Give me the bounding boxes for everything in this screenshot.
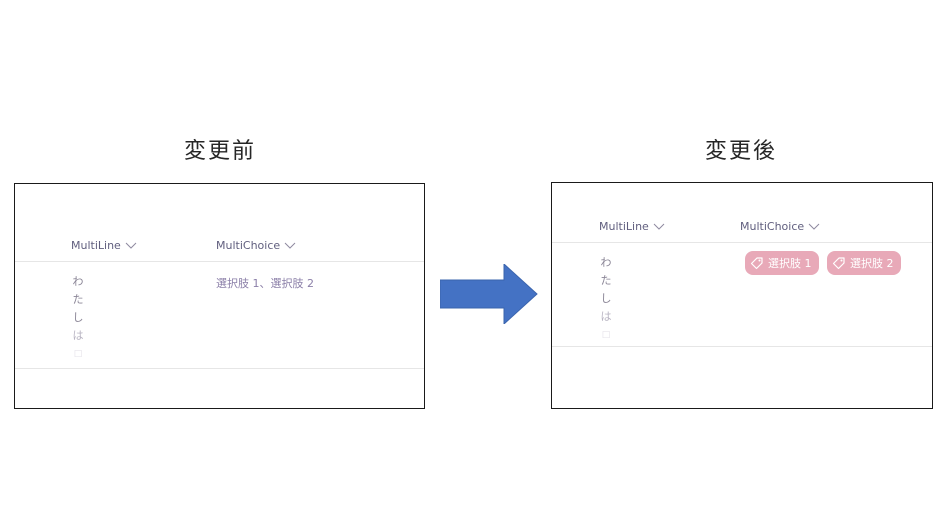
multiline-char: わ bbox=[600, 256, 612, 269]
multichoice-cell: 選択肢 1、選択肢 2 bbox=[216, 277, 314, 290]
multichoice-column-header[interactable]: MultiChoice bbox=[740, 220, 820, 233]
multichoice-column-label: MultiChoice bbox=[740, 220, 805, 233]
multiline-char: は bbox=[72, 329, 84, 342]
tag-icon bbox=[750, 257, 763, 270]
multiline-cell: わ た し は □ bbox=[599, 254, 613, 344]
tag-icon bbox=[832, 257, 845, 270]
before-panel: MultiLine MultiChoice わ た し は □ 選択肢 1、選択… bbox=[14, 183, 425, 409]
multiline-char: は bbox=[600, 310, 612, 323]
multiline-char: た bbox=[600, 274, 612, 287]
multiline-char: し bbox=[600, 292, 612, 305]
chevron-down-icon bbox=[808, 223, 820, 230]
multiline-char: □ bbox=[73, 349, 83, 359]
chevron-down-icon bbox=[284, 242, 296, 249]
choice-pill[interactable]: 選択肢 1 bbox=[745, 251, 819, 275]
row-divider bbox=[552, 346, 932, 347]
multichoice-column-header[interactable]: MultiChoice bbox=[216, 239, 296, 252]
after-panel: MultiLine MultiChoice わ た し は □ 選択肢 1 選択… bbox=[551, 182, 933, 409]
header-divider bbox=[552, 242, 932, 243]
multiline-column-label: MultiLine bbox=[71, 239, 121, 252]
right-arrow-icon bbox=[440, 264, 538, 324]
multiline-column-label: MultiLine bbox=[599, 220, 649, 233]
multiline-column-header[interactable]: MultiLine bbox=[599, 220, 665, 233]
chevron-down-icon bbox=[125, 242, 137, 249]
choice-pill[interactable]: 選択肢 2 bbox=[827, 251, 901, 275]
after-title: 変更後 bbox=[705, 139, 778, 164]
multiline-char: た bbox=[72, 293, 84, 306]
multiline-column-header[interactable]: MultiLine bbox=[71, 239, 137, 252]
multiline-char: し bbox=[72, 311, 84, 324]
multiline-char: □ bbox=[601, 330, 611, 340]
before-title: 変更前 bbox=[184, 139, 257, 164]
chevron-down-icon bbox=[653, 223, 665, 230]
multiline-cell: わ た し は □ bbox=[71, 273, 85, 363]
multiline-char: わ bbox=[72, 275, 84, 288]
row-divider bbox=[15, 368, 424, 369]
multichoice-column-label: MultiChoice bbox=[216, 239, 281, 252]
header-divider bbox=[15, 261, 424, 262]
choice-pill-label: 選択肢 1 bbox=[768, 257, 812, 270]
choice-pill-label: 選択肢 2 bbox=[850, 257, 894, 270]
